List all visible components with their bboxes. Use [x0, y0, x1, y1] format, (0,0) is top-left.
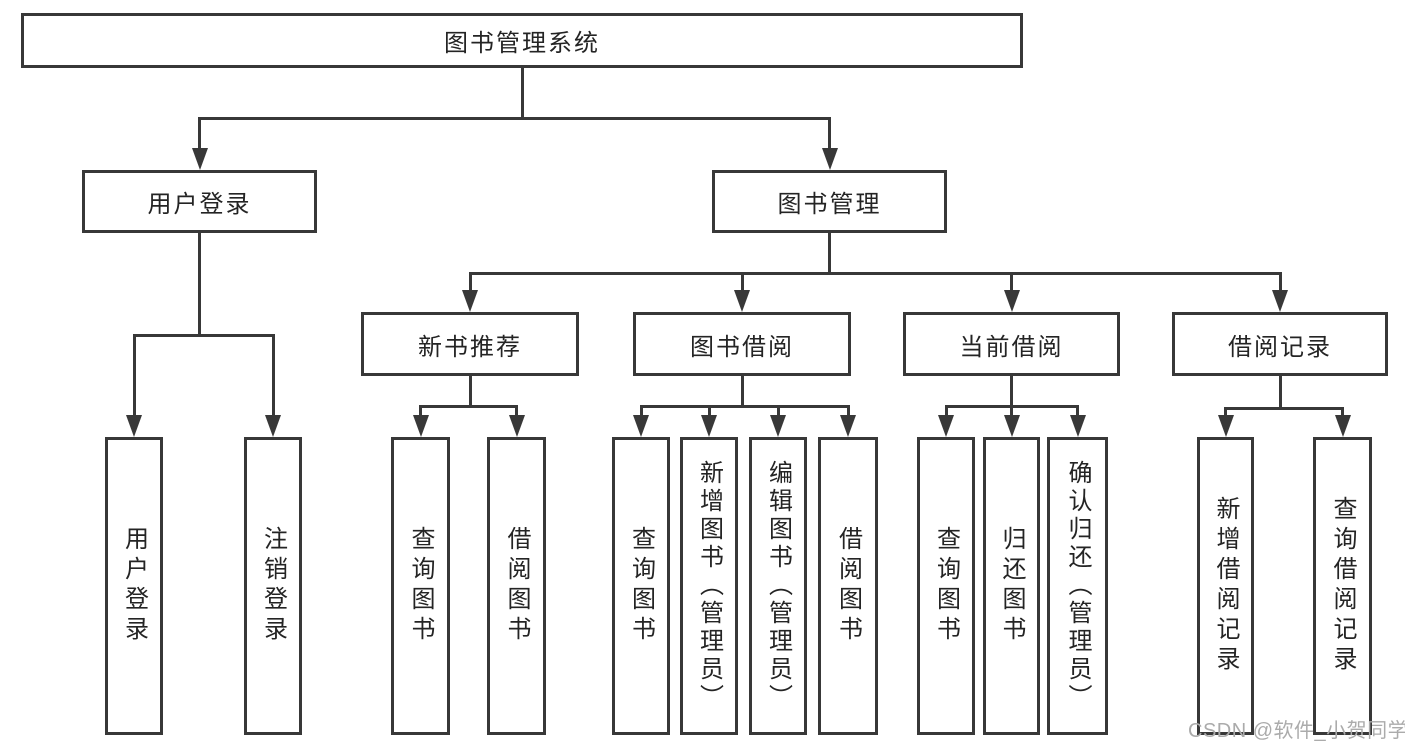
connector-line [1341, 408, 1344, 417]
connector-line [639, 406, 643, 417]
arrow-down-icon [821, 148, 838, 170]
arrow-down-icon [734, 290, 750, 312]
leaf-confirm-return-admin: 确认归还（管理员） [1047, 437, 1108, 735]
arrow-down-icon [633, 415, 649, 437]
connector-line [1278, 273, 1282, 293]
leaf-query-book-2: 查询图书 [612, 437, 670, 735]
connector-line [419, 404, 518, 408]
connector-line [468, 376, 472, 406]
connector-line [828, 233, 831, 273]
arrow-down-icon [1334, 415, 1351, 437]
node-borrow-record: 借阅记录 [1172, 312, 1388, 376]
connector-line [740, 376, 744, 406]
connector-line [1278, 376, 1282, 408]
connector-line [468, 271, 1282, 275]
connector-line [1224, 408, 1227, 417]
node-book-management: 图书管理 [712, 170, 947, 233]
connector-line [198, 118, 201, 152]
arrow-down-icon [412, 415, 429, 437]
arrow-down-icon [462, 290, 478, 312]
arrow-down-icon [938, 415, 954, 437]
leaf-logout: 注销登录 [244, 437, 302, 735]
leaf-borrow-book-1: 借阅图书 [487, 437, 546, 735]
connector-line [271, 335, 275, 417]
connector-line [944, 406, 948, 417]
leaf-add-borrow-record: 新增借阅记录 [1197, 437, 1254, 735]
node-new-book-recommend: 新书推荐 [361, 312, 579, 376]
connector-line [740, 273, 744, 293]
connector-line [828, 118, 831, 152]
connector-line [1010, 406, 1013, 417]
connector-line [776, 406, 780, 417]
connector-line [1010, 273, 1013, 293]
connector-line [198, 233, 201, 335]
arrow-down-icon [1003, 415, 1020, 437]
csdn-watermark: CSDN @软件_小贺同学 [1188, 720, 1405, 742]
connector-line [1224, 406, 1344, 410]
arrow-down-icon [701, 415, 717, 437]
connector-line [1010, 376, 1013, 406]
arrow-down-icon [1217, 415, 1234, 437]
leaf-user-login: 用户登录 [105, 437, 163, 735]
arrow-down-icon [191, 148, 208, 170]
connector-line [639, 404, 850, 408]
connector-line [846, 406, 850, 417]
node-root: 图书管理系统 [21, 13, 1023, 68]
arrow-down-icon [126, 415, 142, 437]
connector-line [198, 116, 831, 120]
connector-line [419, 406, 422, 417]
connector-line [132, 333, 275, 337]
leaf-edit-book-admin: 编辑图书（管理员） [749, 437, 807, 735]
connector-line [468, 273, 472, 293]
connector-line [1076, 406, 1079, 417]
arrow-down-icon [1003, 290, 1020, 312]
connector-line [520, 68, 524, 118]
connector-line [515, 406, 518, 417]
leaf-add-book-admin: 新增图书（管理员） [680, 437, 738, 735]
connector-line [707, 406, 711, 417]
node-book-borrow: 图书借阅 [633, 312, 851, 376]
arrow-down-icon [1272, 290, 1288, 312]
arrow-down-icon [265, 415, 281, 437]
arrow-down-icon [508, 415, 525, 437]
arrow-down-icon [1069, 415, 1086, 437]
node-user-login: 用户登录 [82, 170, 317, 233]
leaf-query-borrow-record: 查询借阅记录 [1313, 437, 1372, 735]
leaf-borrow-book-2: 借阅图书 [818, 437, 878, 735]
leaf-query-book-3: 查询图书 [917, 437, 975, 735]
leaf-query-book-1: 查询图书 [391, 437, 450, 735]
arrow-down-icon [770, 415, 786, 437]
leaf-return-book: 归还图书 [983, 437, 1040, 735]
arrow-down-icon [840, 415, 856, 437]
connector-line [132, 335, 136, 417]
node-current-borrow: 当前借阅 [903, 312, 1120, 376]
